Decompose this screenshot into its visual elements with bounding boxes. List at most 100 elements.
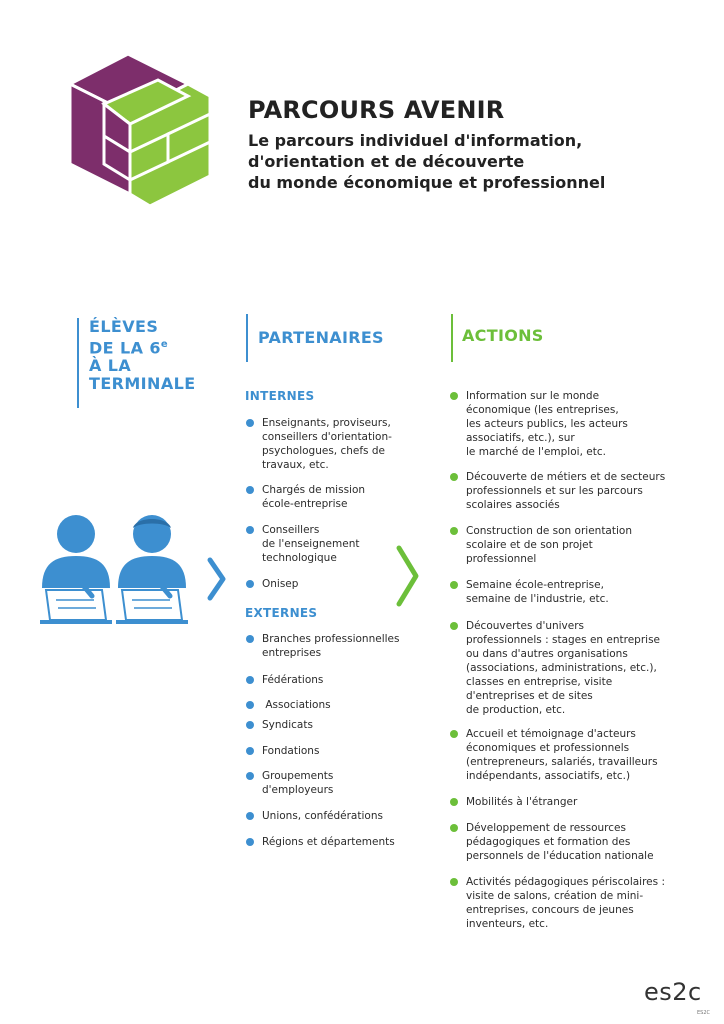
list-item-line: (entrepreneurs, salariés, travailleurs	[466, 756, 658, 768]
list-item-line: Onisep	[262, 578, 299, 590]
list-item-line: professionnels et sur les parcours	[466, 485, 643, 497]
list-item-line: d'employeurs	[262, 784, 334, 796]
list-item-line: économiques et professionnels	[466, 742, 630, 754]
bullet-icon	[246, 580, 254, 588]
list-item-line: Conseillers	[262, 524, 320, 536]
bullet-icon	[450, 798, 458, 806]
list-item: Développement de ressources pédagogiques …	[450, 821, 654, 863]
list-item-line: Associations	[262, 699, 331, 711]
students-icon	[40, 515, 188, 624]
list-item-line: entreprises	[262, 647, 322, 659]
list-item: Semaine école-entreprise, semaine de l'in…	[450, 578, 609, 606]
es2c-small-label: ES2C	[697, 1010, 711, 1016]
bullet-icon	[450, 730, 458, 738]
list-item-line: le marché de l'emploi, etc.	[466, 446, 606, 458]
list-item-line: scolaire et de son projet	[466, 539, 593, 551]
list-item-line: pédagogiques et formation des	[466, 836, 631, 848]
list-item-line: Accueil et témoignage d'acteurs	[466, 728, 636, 740]
list-item-line: de production, etc.	[466, 704, 566, 716]
list-item-line: Construction de son orientation	[466, 525, 632, 537]
eleves-line: DE LA 6e	[89, 338, 169, 358]
list-item-line: indépendants, associatifs, etc.)	[466, 770, 631, 782]
list-item-line: Syndicats	[262, 719, 313, 731]
list-item-line: travaux, etc.	[262, 459, 329, 471]
bullet-icon	[450, 824, 458, 832]
bullet-icon	[450, 392, 458, 400]
list-item: Groupements d'employeurs	[246, 769, 333, 797]
list-item: Découverte de métiers et de secteurs prof…	[450, 470, 665, 512]
list-item-line: scolaires associés	[466, 499, 560, 511]
bullet-icon	[246, 526, 254, 534]
bullet-icon	[246, 721, 254, 729]
bullet-icon	[246, 747, 254, 755]
list-item-line: ou dans d'autres organisations	[466, 648, 628, 660]
list-item-line: technologique	[262, 552, 337, 564]
list-item-line: Régions et départements	[262, 836, 395, 848]
list-item-line: Mobilités à l'étranger	[466, 796, 578, 808]
list-item-line: Développement de ressources	[466, 822, 626, 834]
list-item: Information sur le monde économique (les …	[450, 389, 628, 459]
page-title: PARCOURS AVENIR	[248, 96, 505, 124]
bullet-icon	[450, 581, 458, 589]
externes-heading: EXTERNES	[245, 606, 318, 620]
list-item-line: professionnels : stages en entreprise	[466, 634, 660, 646]
list-item: Fédérations	[246, 673, 323, 687]
list-item-line: Information sur le monde	[466, 390, 600, 402]
eleves-line: TERMINALE	[89, 374, 196, 394]
list-item: Fondations	[246, 744, 319, 758]
list-item: Syndicats	[246, 718, 313, 732]
bullet-icon	[246, 635, 254, 643]
list-item-line: visite de salons, création de mini-	[466, 890, 644, 902]
partenaires-heading: PARTENAIRES	[246, 314, 384, 362]
list-item-line: Fondations	[262, 745, 320, 757]
subtitle-line: Le parcours individuel d'information,	[248, 131, 583, 150]
list-item: Activités pédagogiques périscolaires : vi…	[450, 875, 665, 931]
list-item: Associations	[246, 698, 331, 712]
list-item: Découvertes d'univers professionnels : st…	[450, 619, 660, 717]
list-item-line: économique (les entreprises,	[466, 404, 619, 416]
bullet-icon	[450, 622, 458, 630]
list-item-line: Découverte de métiers et de secteurs	[466, 471, 666, 483]
subtitle-line: d'orientation et de découverte	[248, 152, 525, 171]
list-item: Accueil et témoignage d'acteurs économiqu…	[450, 727, 658, 783]
eleves-line: ÉLÈVES	[89, 317, 159, 336]
list-item-line: personnels de l'éducation nationale	[466, 850, 654, 862]
list-item-line: Activités pédagogiques périscolaires :	[466, 876, 665, 888]
list-item-line: conseillers d'orientation-	[262, 431, 392, 443]
list-item-line: Découvertes d'univers	[466, 620, 585, 632]
bullet-icon	[246, 676, 254, 684]
list-item: Unions, confédérations	[246, 809, 383, 823]
bullet-icon	[246, 419, 254, 427]
bullet-icon	[246, 812, 254, 820]
list-item-line: Fédérations	[262, 674, 324, 686]
bullet-icon	[246, 772, 254, 780]
list-item-line: semaine de l'industrie, etc.	[466, 593, 609, 605]
list-item-line: Enseignants, proviseurs,	[262, 417, 391, 429]
eleves-heading: ÉLÈVES DE LA 6e À LA TERMINALE	[77, 318, 219, 408]
list-item-line: entreprises, concours de jeunes	[466, 904, 634, 916]
eleves-superscript: e	[160, 339, 169, 350]
subtitle-line: du monde économique et professionnel	[248, 173, 606, 192]
bullet-icon	[450, 527, 458, 535]
bullet-icon	[450, 878, 458, 886]
internes-heading: INTERNES	[245, 389, 315, 403]
bullet-icon	[450, 473, 458, 481]
list-item-line: Semaine école-entreprise,	[466, 579, 604, 591]
list-item-line: Unions, confédérations	[262, 810, 383, 822]
page-subtitle: Le parcours individuel d'information, d'…	[248, 130, 708, 193]
list-item-line: école-entreprise	[262, 498, 348, 510]
parcours-cube-logo-icon	[68, 52, 212, 207]
actions-heading: ACTIONS	[451, 314, 544, 362]
list-item-line: les acteurs publics, les acteurs	[466, 418, 628, 430]
list-item-line: classes en entreprise, visite	[466, 676, 613, 688]
bullet-icon	[246, 486, 254, 494]
list-item-line: (associations, administrations, etc.),	[466, 662, 657, 674]
list-item: Onisep	[246, 577, 298, 591]
list-item: Construction de son orientation scolaire …	[450, 524, 632, 566]
list-item: Régions et départements	[246, 835, 395, 849]
bullet-icon	[246, 701, 254, 709]
list-item-line: Groupements	[262, 770, 334, 782]
